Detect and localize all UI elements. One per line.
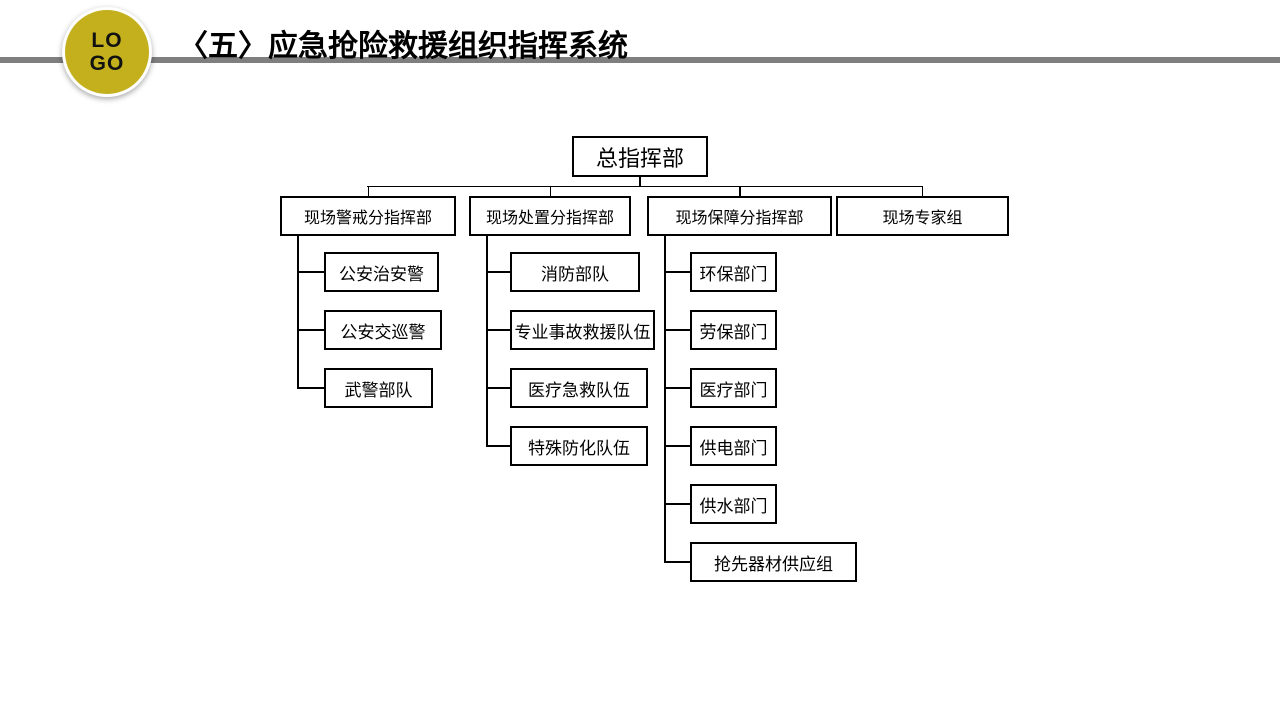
org-node-special-chemical-defense-team: 特殊防化队伍: [510, 426, 648, 466]
connector-col2-stub-4: [487, 445, 510, 447]
org-node-site-disposal-subcommand: 现场处置分指挥部: [469, 196, 631, 236]
connector-drop-branch-4: [921, 186, 923, 196]
connector-root-stub: [639, 177, 641, 186]
connector-col1-stub-3: [298, 387, 324, 389]
slide-title: 〈五〉应急抢险救援组织指挥系统: [178, 30, 628, 63]
org-node-site-cordon-subcommand: 现场警戒分指挥部: [280, 196, 456, 236]
connector-col2-stub-1: [487, 271, 510, 273]
connector-col3-stub-6: [665, 561, 690, 563]
org-node-labor-protection-dept: 劳保部门: [690, 310, 777, 350]
connector-col1-stub-1: [298, 271, 324, 273]
org-node-medical-dept: 医疗部门: [690, 368, 777, 408]
org-node-site-expert-group: 现场专家组: [836, 196, 1009, 236]
connector-col3-stub-4: [665, 445, 690, 447]
org-node-water-supply-dept: 供水部门: [690, 484, 777, 524]
connector-drop-branch-3: [739, 186, 741, 196]
connector-col2-stub-3: [487, 387, 510, 389]
org-node-general-command: 总指挥部: [572, 136, 708, 177]
connector-col2-stub-2: [487, 329, 510, 331]
org-node-traffic-patrol-police: 公安交巡警: [324, 310, 442, 350]
org-node-armed-police-force: 武警部队: [324, 368, 433, 408]
org-node-medical-first-aid-team: 医疗急救队伍: [510, 368, 648, 408]
connector-drop-branch-2: [549, 186, 551, 196]
connector-col3-stub-5: [665, 503, 690, 505]
logo-text-line2: GO: [89, 52, 125, 75]
connector-col2-spine: [486, 236, 488, 447]
logo-badge: LO GO: [62, 7, 152, 97]
connector-col3-stub-1: [665, 271, 690, 273]
logo-text-line1: LO: [91, 28, 123, 52]
org-node-public-order-police: 公安治安警: [324, 252, 439, 292]
org-node-fire-brigade: 消防部队: [510, 252, 640, 292]
connector-col3-stub-3: [665, 387, 690, 389]
header-divider: [0, 57, 1280, 63]
connector-col1-spine: [297, 236, 299, 389]
org-node-environmental-dept: 环保部门: [690, 252, 777, 292]
org-node-power-supply-dept: 供电部门: [690, 426, 777, 466]
connector-col1-stub-2: [298, 329, 324, 331]
connector-col3-stub-2: [665, 329, 690, 331]
connector-col3-spine: [664, 236, 666, 563]
org-node-professional-accident-rescue-team: 专业事故救援队伍: [510, 310, 655, 350]
connector-top-rail: [367, 185, 923, 187]
org-node-site-support-subcommand: 现场保障分指挥部: [647, 196, 832, 236]
org-node-rescue-equipment-supply-group: 抢先器材供应组: [690, 542, 857, 582]
connector-drop-branch-1: [367, 186, 369, 196]
